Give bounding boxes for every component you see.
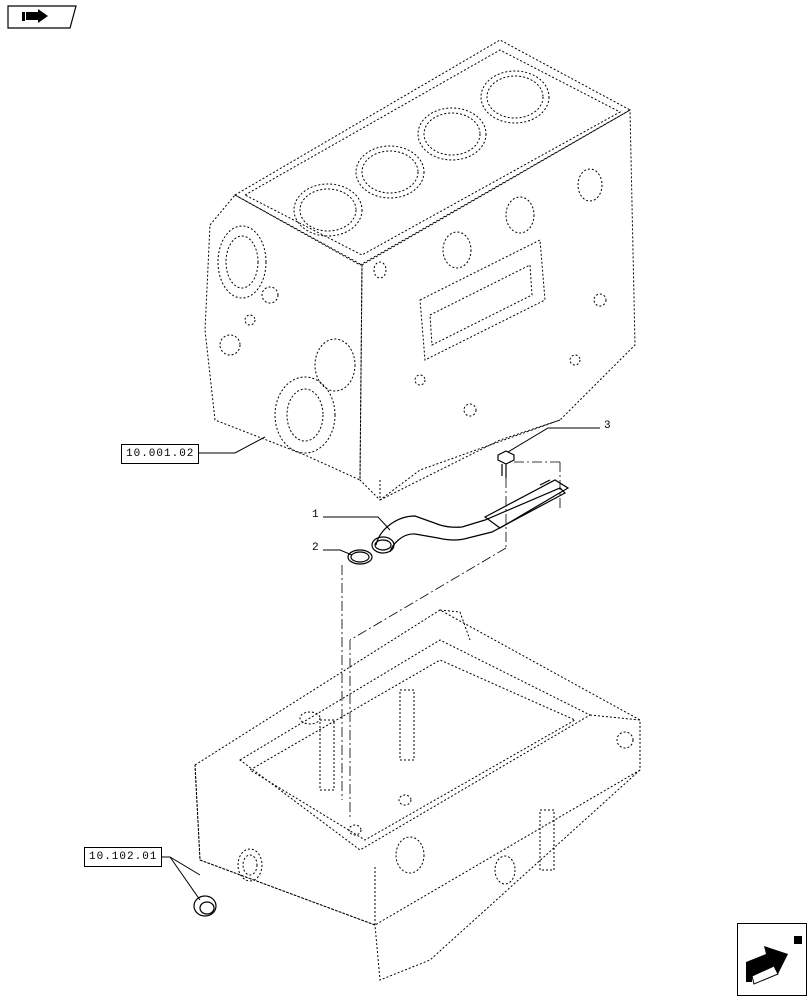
oil-pickup-pipe [371, 479, 570, 554]
next-page-button[interactable] [737, 923, 807, 996]
ref-link-engine-block[interactable]: 10.001.02 [121, 444, 200, 464]
callout-1: 1 [312, 509, 319, 521]
oil-sump [194, 609, 641, 981]
book-arrow-icon [7, 5, 77, 29]
bolt [497, 450, 515, 478]
callout-3: 3 [604, 420, 611, 432]
ref-link-oil-sump[interactable]: 10.102.01 [84, 847, 163, 867]
leader-lines [152, 427, 600, 901]
catalog-nav-button[interactable] [4, 4, 77, 29]
engine-block [204, 39, 636, 501]
next-page-arrow-icon [746, 936, 802, 985]
seal-ring [347, 549, 373, 565]
drain-plug [193, 895, 217, 917]
assembly-lines [341, 461, 561, 820]
callout-2: 2 [312, 542, 319, 554]
